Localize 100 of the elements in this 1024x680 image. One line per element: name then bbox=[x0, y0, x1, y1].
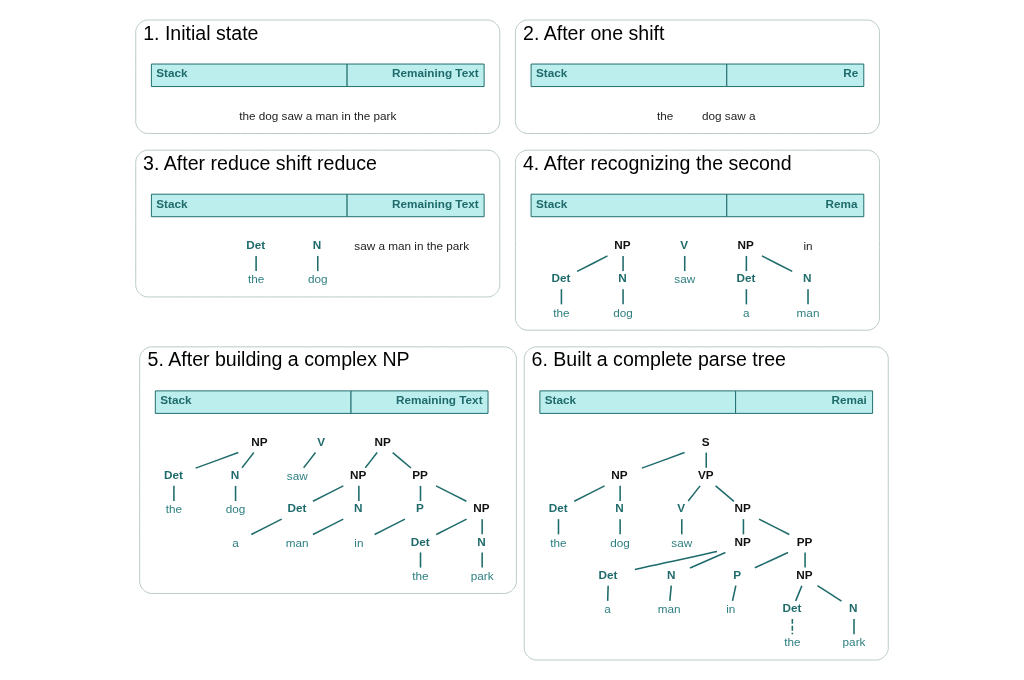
connector bbox=[816, 584, 843, 602]
connector bbox=[358, 485, 360, 502]
node-text: N bbox=[618, 271, 627, 285]
connector bbox=[312, 518, 345, 536]
connector bbox=[435, 518, 468, 536]
connector bbox=[255, 255, 257, 272]
node-text: Det bbox=[410, 534, 430, 548]
node-text: N bbox=[477, 534, 486, 548]
node-text: park bbox=[842, 635, 866, 649]
node-text: S bbox=[701, 434, 710, 448]
node-text: a bbox=[232, 535, 239, 549]
connector bbox=[481, 551, 483, 569]
node-text: P bbox=[416, 501, 424, 515]
node-text: the bbox=[247, 272, 265, 286]
connector bbox=[761, 255, 794, 273]
connector bbox=[576, 255, 609, 273]
connector bbox=[302, 451, 317, 469]
node-text: V bbox=[677, 501, 686, 515]
node-text: P bbox=[733, 567, 741, 581]
node-text: man bbox=[285, 535, 309, 549]
node-text: NP bbox=[251, 434, 268, 448]
connector bbox=[758, 518, 791, 536]
node-text: NP bbox=[614, 238, 631, 252]
node-text: N bbox=[230, 468, 240, 482]
node-text: dog bbox=[610, 535, 630, 549]
connector bbox=[364, 451, 378, 469]
node-text: PP bbox=[796, 534, 813, 548]
connector bbox=[853, 618, 855, 635]
connector bbox=[622, 255, 624, 272]
connector bbox=[194, 451, 240, 469]
connector bbox=[391, 451, 412, 469]
connector bbox=[794, 584, 803, 602]
node-text: the bbox=[784, 635, 801, 649]
connector bbox=[173, 485, 175, 502]
connector bbox=[705, 451, 708, 469]
node-text: dog bbox=[307, 272, 328, 286]
node-text: NP bbox=[611, 468, 628, 482]
connector bbox=[754, 551, 789, 569]
node-text: the dog saw a man in the park bbox=[239, 108, 397, 122]
node-text: Det bbox=[246, 238, 266, 252]
node-text: NP bbox=[796, 567, 813, 581]
connector bbox=[481, 518, 483, 536]
node-text: NP bbox=[734, 501, 751, 515]
node-text: Det bbox=[548, 501, 568, 515]
node-text: Det bbox=[782, 601, 802, 615]
node-text: Det bbox=[551, 271, 571, 285]
node-text: a bbox=[604, 602, 611, 616]
node-text: saw bbox=[674, 272, 696, 286]
node-text: NP bbox=[734, 534, 751, 548]
connector bbox=[681, 518, 683, 536]
connector bbox=[250, 518, 283, 536]
node-text: Det bbox=[598, 567, 618, 581]
node-text: the bbox=[550, 535, 567, 549]
node-text: NP bbox=[737, 238, 754, 252]
node-text: the bbox=[656, 108, 674, 122]
connector bbox=[435, 485, 468, 503]
node-text: N bbox=[667, 567, 676, 581]
connector bbox=[373, 518, 406, 536]
node-text: the bbox=[412, 568, 429, 582]
node-text: N bbox=[803, 271, 812, 285]
node-text: park bbox=[470, 568, 494, 582]
node-text: a bbox=[743, 305, 750, 319]
connector bbox=[807, 288, 809, 306]
connector bbox=[241, 451, 255, 469]
connector bbox=[316, 255, 319, 272]
connector bbox=[804, 551, 806, 569]
node-text: Det bbox=[736, 271, 756, 285]
node-text: N bbox=[849, 601, 858, 615]
connector bbox=[687, 485, 701, 502]
node-text: NP bbox=[350, 468, 367, 482]
connector bbox=[731, 584, 737, 602]
node-text: dog bbox=[225, 502, 246, 516]
node-text: in bbox=[803, 239, 813, 253]
node-text: saw bbox=[286, 469, 308, 483]
node-text: saw bbox=[671, 535, 693, 549]
node-text: N bbox=[615, 501, 624, 515]
connector bbox=[622, 288, 624, 306]
node-text: V bbox=[317, 434, 326, 448]
connector bbox=[606, 584, 609, 602]
node-text: Det bbox=[164, 468, 184, 482]
node-text: NP bbox=[374, 434, 391, 448]
node-text: N bbox=[312, 238, 322, 252]
connector bbox=[791, 618, 794, 635]
connector bbox=[669, 584, 673, 602]
node-text: VP bbox=[697, 468, 714, 482]
connector bbox=[714, 485, 735, 503]
connector bbox=[619, 518, 621, 536]
node-text: in bbox=[354, 535, 364, 549]
node-text: dog bbox=[613, 305, 633, 319]
node-text: saw a man in the park bbox=[354, 239, 470, 253]
connector bbox=[619, 485, 621, 502]
node-text: the bbox=[553, 305, 570, 319]
connector bbox=[689, 551, 727, 569]
node-text: man bbox=[657, 602, 681, 616]
node-text: the bbox=[165, 502, 183, 516]
node-text: Det bbox=[287, 501, 307, 515]
node-text: V bbox=[680, 238, 689, 252]
node-text: NP bbox=[473, 501, 490, 515]
node-text: man bbox=[796, 305, 820, 319]
connector bbox=[312, 485, 345, 503]
